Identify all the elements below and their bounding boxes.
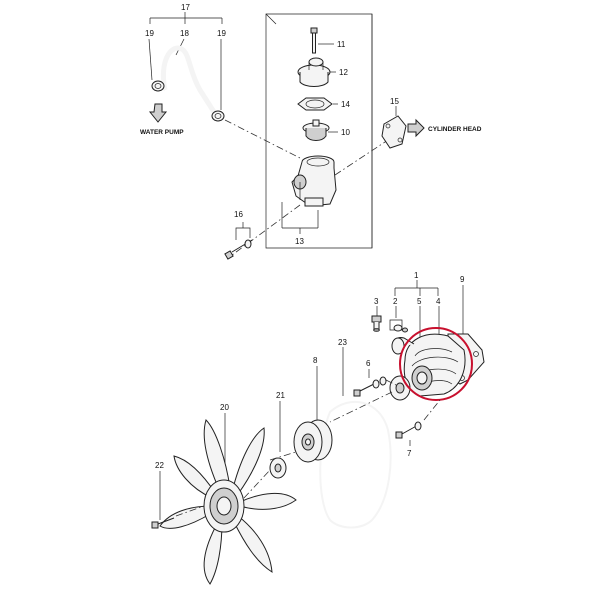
bolt-7: 7 [395,399,441,458]
callout-4: 4 [436,297,441,306]
fan-spacer-21: 21 [269,391,297,479]
gasket-15: 15 [381,97,407,149]
cylinder-head-arrow: CYLINDER HEAD [407,118,482,138]
water-outlet-12: 12 [297,57,348,87]
bypass-hose [161,45,217,114]
callout-11: 11 [337,40,346,49]
callout-20-num: 20 [220,403,229,412]
callout-19-right: 19 [217,29,226,38]
callout-group-9: 9 [460,275,465,334]
callout-17: 17 [181,3,190,12]
callout-10: 10 [341,128,350,137]
gasket-14: 14 [297,97,350,111]
callout-19-left: 19 [145,29,154,38]
callout-6: 6 [366,359,371,368]
callout-8: 8 [313,356,318,420]
pump-hub [389,375,411,401]
highlight-circle [399,327,473,401]
fan-pulley [293,419,333,463]
cooling-fan [159,419,297,585]
bolt-11: 11 [310,27,346,54]
callout-1: 1 [414,271,419,280]
water-pump-body [403,333,466,397]
drain-plug-3 [371,315,382,332]
callout-20: 20 [220,403,229,470]
callout-2: 2 [393,297,398,306]
pump-inlet-pipe [391,337,415,355]
callout-16: 16 [234,210,243,219]
fitting-2 [389,319,408,333]
callout-12: 12 [339,68,348,77]
callout-5: 5 [417,297,422,306]
callout-15: 15 [390,97,399,106]
fan-bolt-22: 22 [151,461,205,529]
callout-13: 13 [295,237,304,246]
water-pump-arrow: WATER PUMP [140,103,184,136]
water-pump-label: WATER PUMP [140,129,184,136]
callout-group-13: 13 [281,202,319,246]
callout-group-17: 17 19 18 19 [145,3,226,110]
cylinder-head-label: CYLINDER HEAD [428,126,482,133]
callout-23: 23 [338,338,347,396]
callout-23-num: 23 [338,338,347,347]
hose-clamp-left [151,80,165,92]
thermostat-group-box [265,13,373,249]
callout-22: 22 [155,461,164,470]
hose-clamp-right [211,110,225,122]
bolt-16: 16 [224,210,253,260]
callout-8-num: 8 [313,356,318,365]
callout-21: 21 [276,391,285,400]
v-belt [319,400,392,529]
callout-9: 9 [460,275,465,284]
callout-14: 14 [341,100,350,109]
callout-3: 3 [374,297,379,306]
thermostat-10: 10 [302,119,350,141]
callout-7: 7 [407,449,412,458]
bolts-6: 6 [353,359,399,397]
thermostat-housing [291,155,337,207]
callout-18: 18 [180,29,189,38]
